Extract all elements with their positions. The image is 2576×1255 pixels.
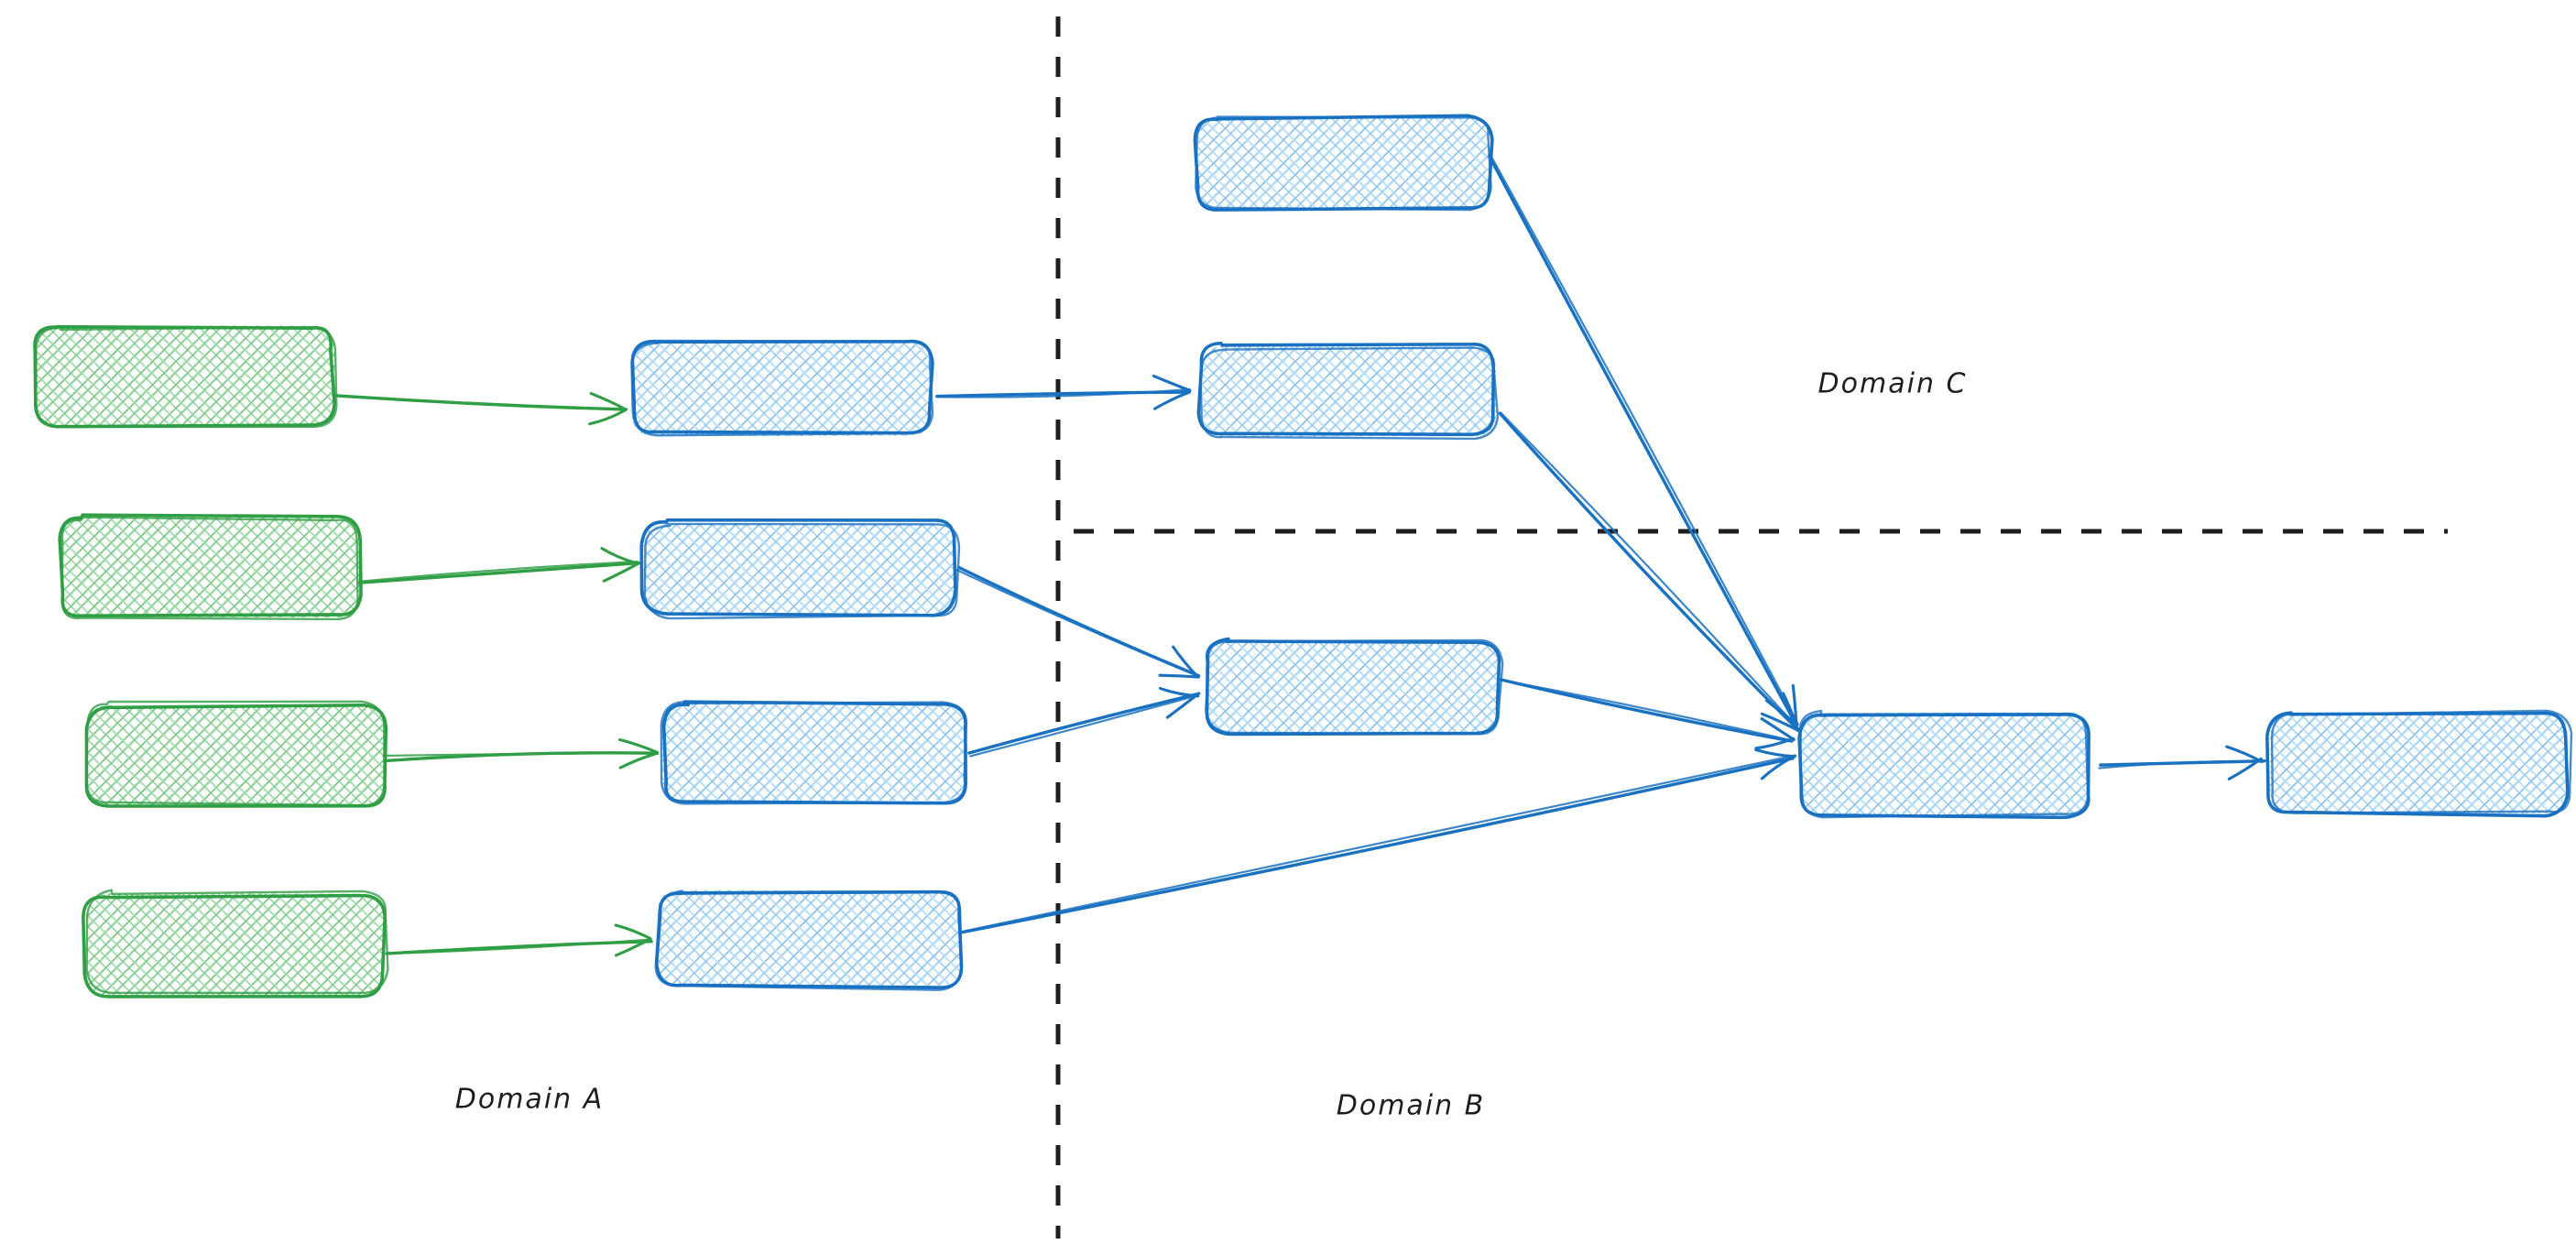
node-a1[interactable] [33,322,338,429]
edge-b1-to-c1 [1487,153,1799,727]
label-domain-a: Domain A [455,1084,604,1116]
node-m2[interactable] [639,518,961,620]
edge-m3-to-b3 [967,686,1201,758]
edge-b3-to-c1 [1500,678,1796,750]
edge-a2-to-m2 [357,547,640,584]
edge-c1-to-c2 [2098,745,2266,780]
node-a3[interactable] [83,700,388,810]
node-m1[interactable] [628,339,934,440]
edge-m2-to-b3 [954,565,1201,679]
node-m3[interactable] [659,698,968,805]
edge-m4-to-c1 [961,748,1797,934]
edge-a1-to-m1 [331,391,628,426]
edge-m1-to-b2 [935,374,1192,410]
edge-a3-to-m3 [381,737,660,769]
node-c2[interactable] [2265,709,2573,818]
node-m4[interactable] [654,887,964,991]
edge-b2-to-c1 [1498,411,1801,733]
node-b3[interactable] [1202,637,1504,737]
node-layer [33,114,2573,999]
node-a4[interactable] [82,889,389,999]
divider-layer [1055,16,2448,1239]
label-domain-b: Domain B [1337,1090,1486,1122]
node-b1[interactable] [1192,114,1494,213]
label-layer: Domain A Domain B Domain C [455,368,1968,1122]
node-b2[interactable] [1196,341,1500,441]
edge-a4-to-m4 [385,923,653,957]
edge-layer [331,153,2266,957]
node-c1[interactable] [1796,709,2092,820]
node-a2[interactable] [58,513,364,621]
label-domain-c: Domain C [1818,368,1968,400]
